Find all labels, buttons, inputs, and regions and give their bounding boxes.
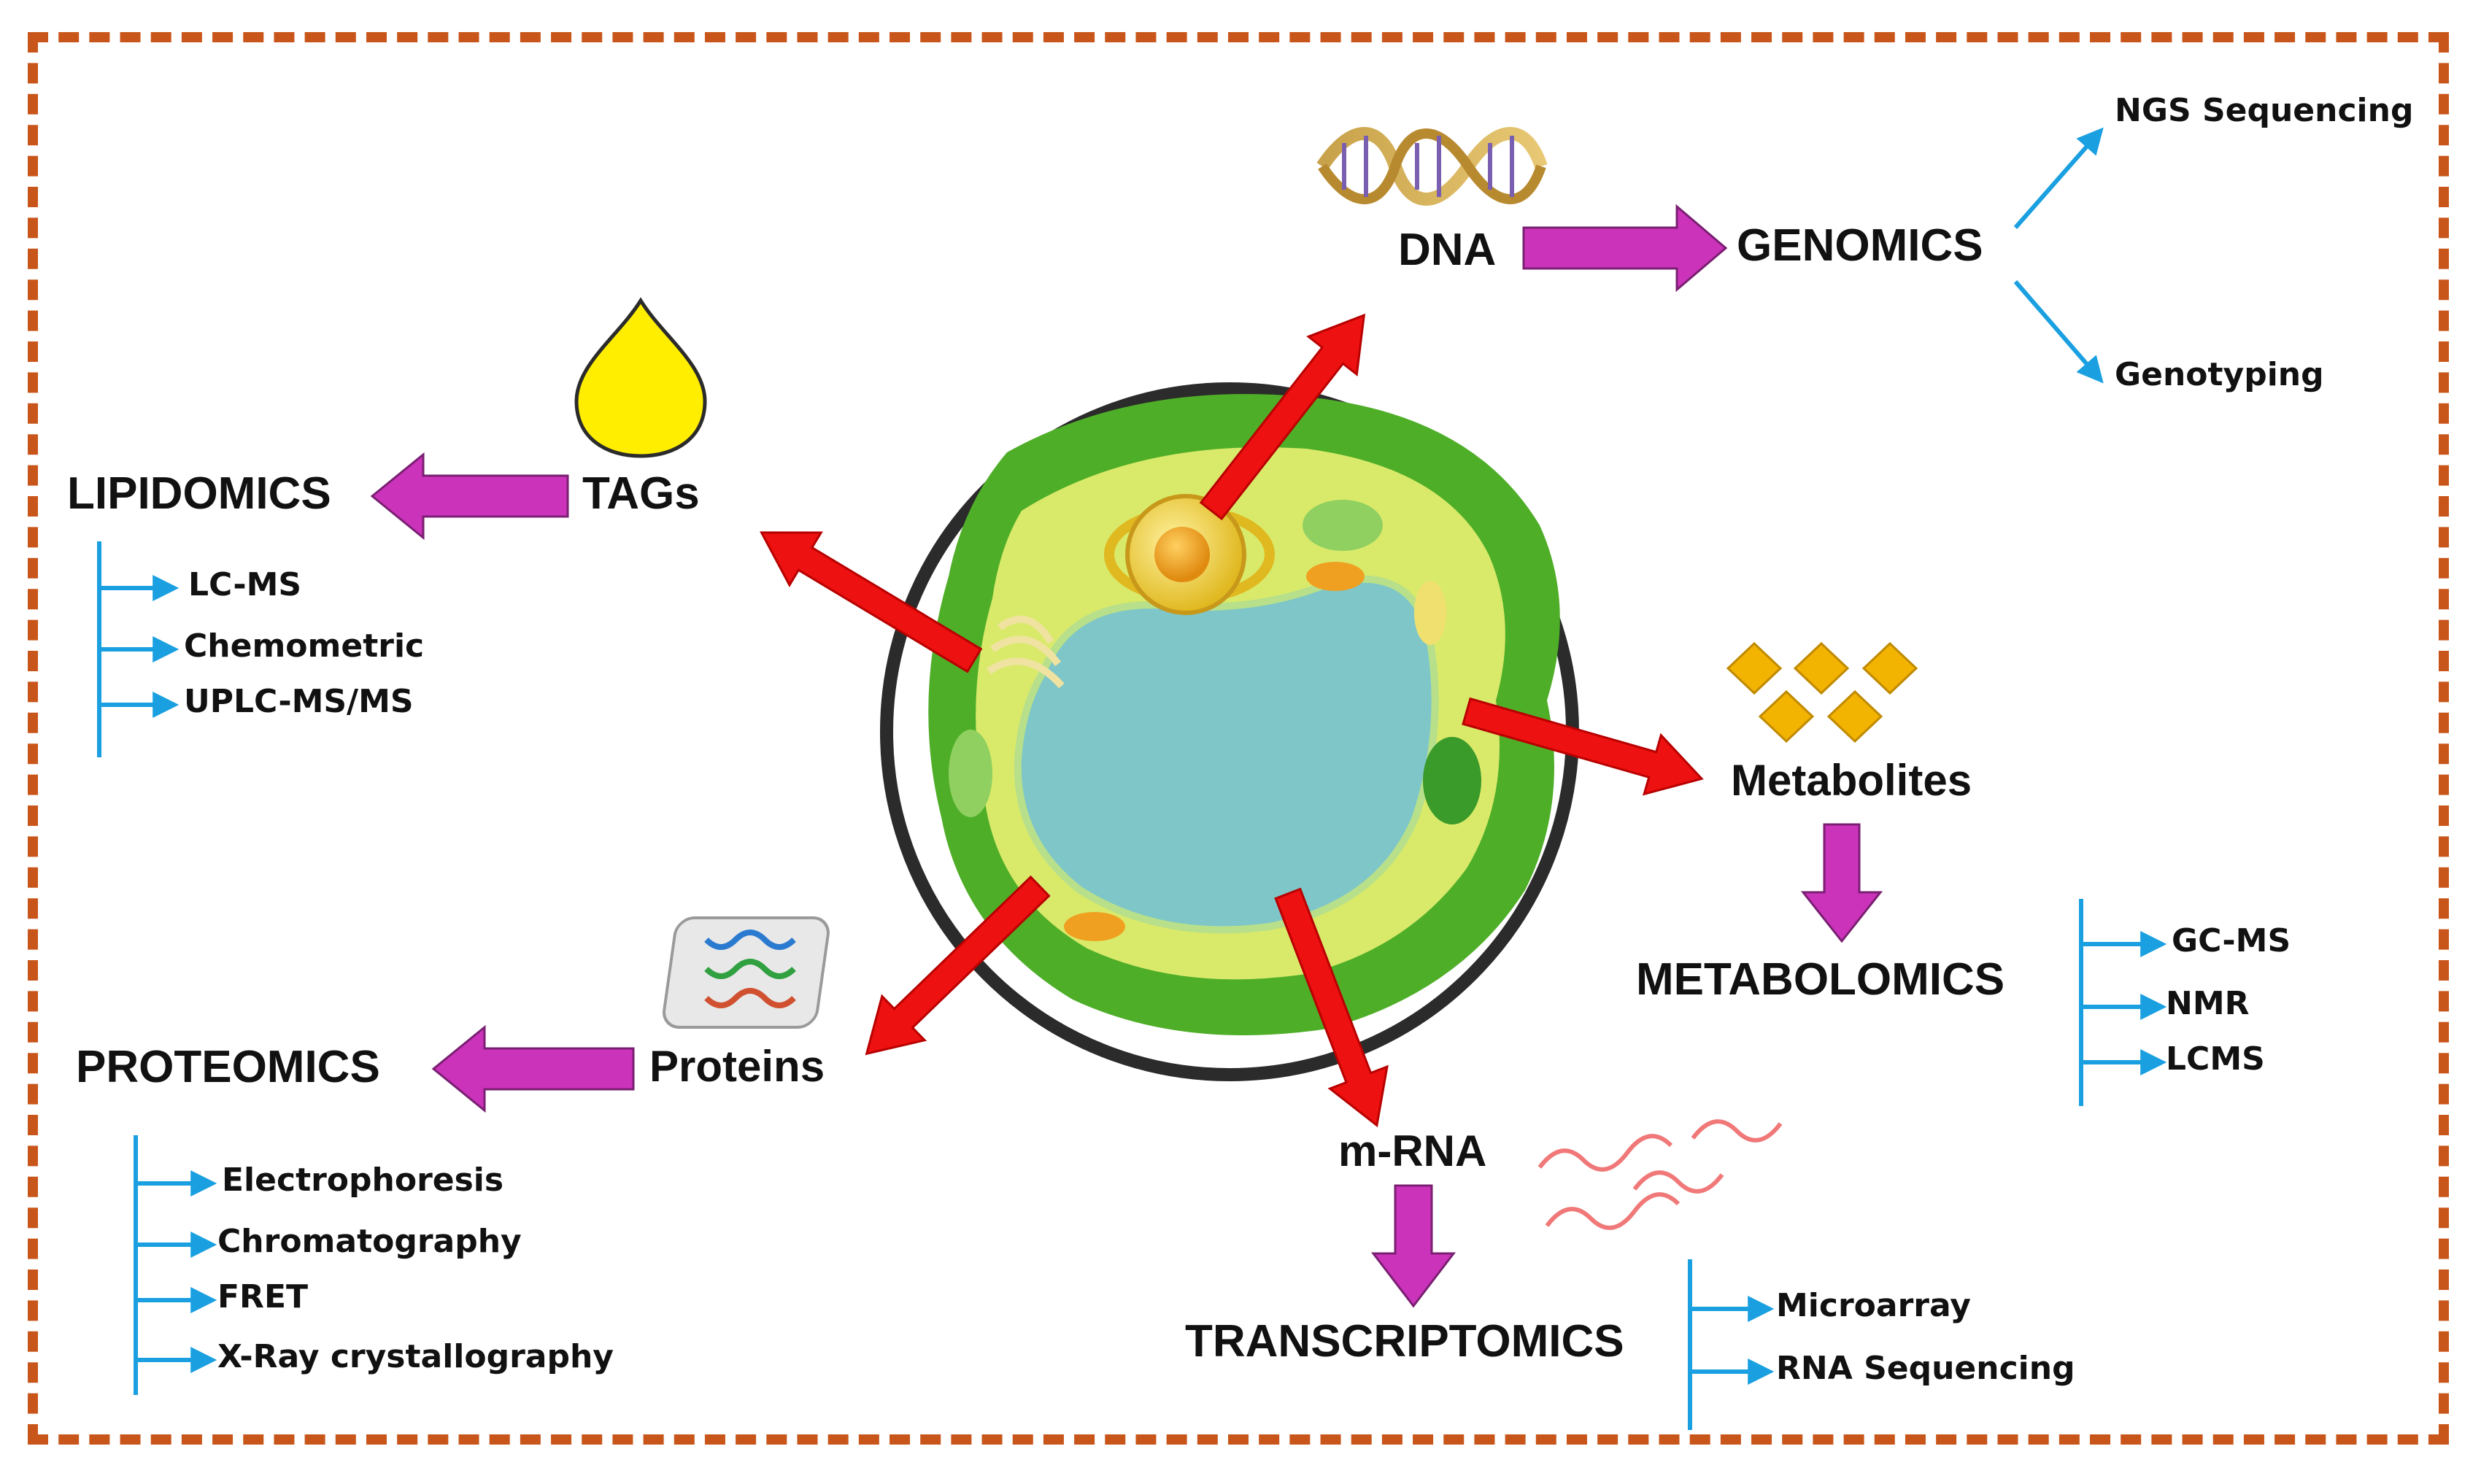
node-metabolomics: METABOLOMICS	[1636, 954, 2005, 1005]
vacuole	[1014, 575, 1439, 934]
node-mrna: m-RNA	[1338, 1126, 1487, 1175]
arrow-proteins-to-proteomics	[431, 1024, 635, 1113]
chloroplast-3	[949, 730, 992, 817]
method-chemometric: Chemometric	[184, 627, 425, 665]
method-rna-sequencing: RNA Sequencing	[1776, 1350, 2075, 1387]
method-genotyping: Genotyping	[2115, 356, 2324, 393]
node-proteins: Proteins	[649, 1042, 825, 1091]
vesicle	[1414, 581, 1446, 645]
method-nmr: NMR	[2166, 985, 2250, 1022]
mitochondrion	[1306, 562, 1365, 591]
dna-helix-icon	[1316, 127, 1548, 206]
lipid-droplet-icon	[574, 297, 707, 458]
method-fret: FRET	[217, 1278, 309, 1315]
dashed-frame	[28, 32, 2449, 1445]
node-dna: DNA	[1398, 225, 1497, 275]
arrow-cell-to-tags	[760, 531, 983, 673]
method-x-ray-crystallography: X-Ray crystallography	[217, 1338, 614, 1375]
golgi-apparatus	[987, 615, 1065, 689]
arrow-cell-to-metabolites	[1462, 697, 1704, 796]
plant-cell-illustration	[880, 382, 1579, 1081]
arrow-cell-to-mrna	[1274, 887, 1389, 1128]
arrow-tags-to-lipidomics	[370, 452, 569, 541]
node-metabolites: Metabolites	[1731, 756, 1972, 805]
method-electrophoresis: Electrophoresis	[222, 1162, 504, 1199]
mrna-strands-icon	[1537, 1119, 1783, 1230]
method-uplc-ms-ms: UPLC-MS/MS	[184, 683, 414, 720]
node-genomics: GENOMICS	[1737, 220, 1983, 271]
protein-structure-icon	[663, 916, 830, 1029]
method-gc-ms: GC-MS	[2172, 922, 2291, 959]
node-tags: TAGs	[582, 468, 700, 519]
chloroplast	[1423, 737, 1481, 824]
arrow-cell-to-dna	[1199, 313, 1366, 521]
node-lipidomics: LIPIDOMICS	[67, 468, 331, 519]
method-lc-ms: LC-MS	[188, 566, 302, 603]
method-ngs-sequencing: NGS Sequencing	[2115, 92, 2414, 129]
transcriptomics-branches	[1688, 1259, 1775, 1430]
node-transcriptomics: TRANSCRIPTOMICS	[1185, 1316, 1624, 1367]
arrow-mrna-to-transcriptomics	[1370, 1184, 1456, 1308]
method-microarray: Microarray	[1776, 1287, 1971, 1324]
metabolomics-branches	[2079, 899, 2167, 1106]
arrow-dna-to-genomics	[1522, 204, 1728, 293]
node-proteomics: PROTEOMICS	[76, 1042, 380, 1092]
magenta-arrows	[370, 204, 1883, 1308]
mitochondrion-2	[1064, 912, 1125, 941]
metabolite-diamonds-icon	[1726, 641, 1918, 743]
chloroplast-2	[1303, 500, 1383, 551]
lipidomics-branches	[97, 541, 180, 757]
arrow-cell-to-proteins	[865, 875, 1051, 1056]
nucleolus	[1154, 527, 1210, 582]
method-chromatography: Chromatography	[217, 1223, 522, 1260]
arrow-metabolites-to-metabolomics	[1800, 823, 1883, 943]
genomics-branches	[2013, 127, 2104, 384]
red-arrows	[760, 313, 1704, 1128]
proteomics-branches	[134, 1135, 217, 1395]
method-lcms: LCMS	[2166, 1040, 2265, 1078]
